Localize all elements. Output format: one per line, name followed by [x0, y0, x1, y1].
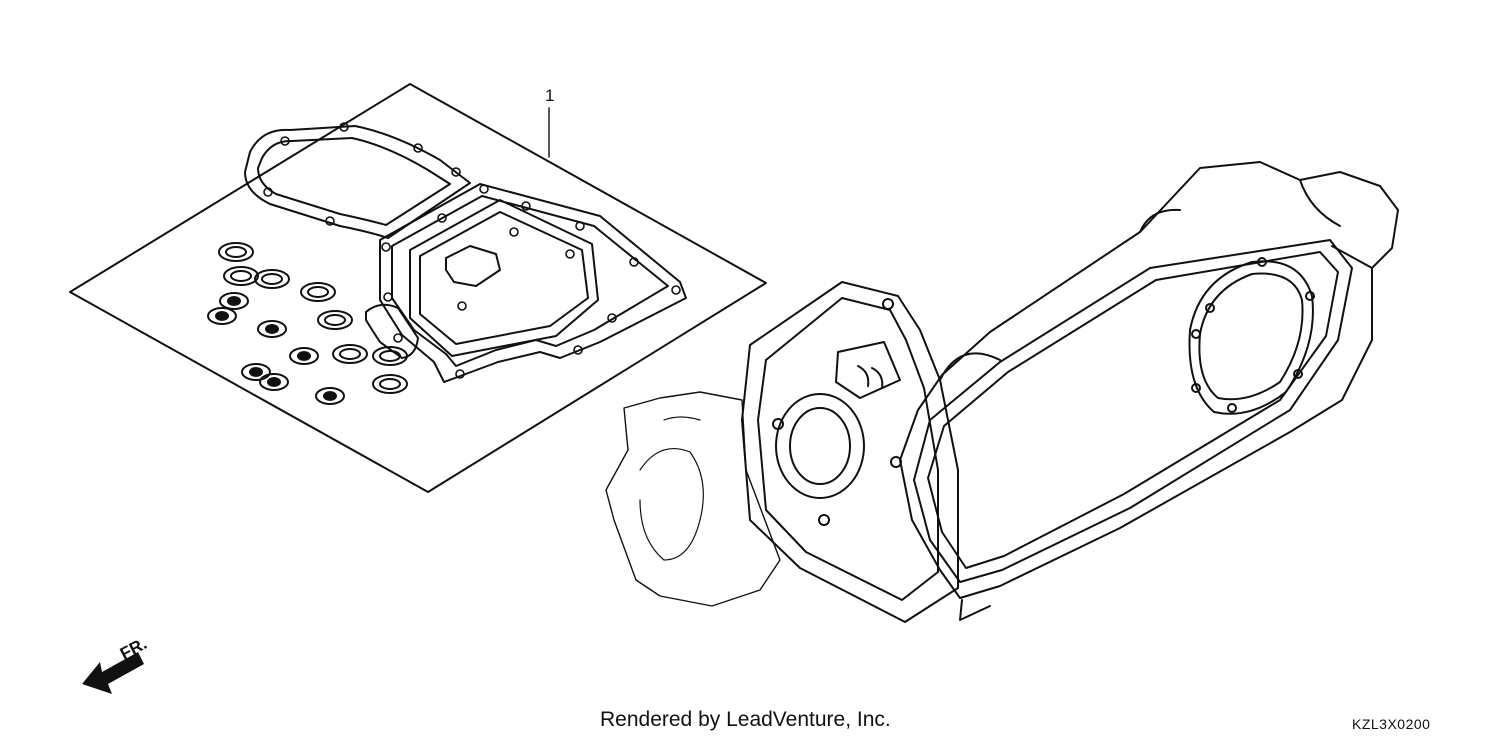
tab-gasket: [365, 303, 419, 359]
front-direction-label: FR.: [117, 634, 150, 664]
cylinder-head-block: [741, 281, 959, 623]
engine-assembly-illustration: [605, 161, 1399, 623]
callout-number-1[interactable]: 1: [545, 86, 554, 105]
o-rings-and-seals: [207, 242, 408, 405]
inner-gasket: [409, 199, 599, 357]
gasket-bolt-holes: [263, 122, 681, 379]
transmission-cover: [899, 161, 1399, 599]
small-cover-gasket: [445, 245, 501, 287]
front-direction-arrow-icon: FR.: [82, 634, 150, 694]
rendered-by-credit: Rendered by LeadVenture, Inc.: [600, 708, 891, 731]
rear-housing: [605, 391, 781, 607]
diagram-code: KZL3X0200: [1352, 716, 1431, 732]
gasket-kit-bag-outline: [69, 83, 767, 493]
